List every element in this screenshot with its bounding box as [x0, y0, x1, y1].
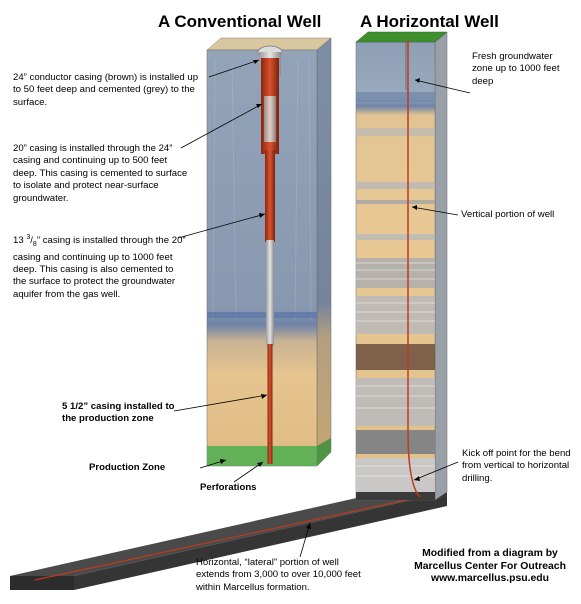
title-conventional-well: A Conventional Well: [158, 12, 322, 31]
leader-arrowheads: [220, 60, 420, 529]
label-13-inch-casing: 13 3/8” casing is installed through the …: [13, 234, 186, 300]
vertical-well-path: [407, 40, 421, 498]
label-perforations: Perforations: [200, 482, 257, 493]
leader-5-inch: [173, 394, 268, 412]
leader-groundwater: [414, 79, 471, 94]
title-horizontal-well: A Horizontal Well: [360, 12, 499, 31]
label-13-fraction-denominator: 8: [32, 241, 37, 249]
label-kick-off-point: Kick off point for the bend from vertica…: [462, 448, 571, 484]
credit-line-2: Marcellus Center For Outreach: [414, 560, 566, 572]
ground-surface: [355, 31, 448, 43]
label-conductor-casing: 24” conductor casing (brown) is installe…: [13, 72, 199, 108]
leader-kickoff: [413, 461, 459, 481]
label-fresh-groundwater: Fresh groundwater zone up to 1000 feet d…: [472, 51, 560, 87]
leader-lateral: [299, 522, 311, 558]
credit-line-1: Modified from a diagram by: [422, 548, 558, 559]
label-lateral-portion: Horizontal, “lateral” portion of well ex…: [196, 557, 361, 593]
conventional-well-block: [206, 37, 332, 467]
casing-13-cement: [266, 240, 274, 346]
leader-perforations: [233, 461, 264, 483]
label-production-zone: Production Zone: [89, 462, 166, 473]
leader-20-inch: [180, 103, 263, 149]
casing-5-half-inch: [267, 344, 273, 464]
leader-vertical: [411, 206, 459, 216]
credit-block: Modified from a diagram by Marcellus Cen…: [400, 548, 580, 586]
label-13-text: ” casing is installed through the 20” ca…: [13, 235, 186, 300]
marcellus-lateral-slab: [10, 492, 447, 590]
label-13-size: 13: [13, 235, 27, 247]
leader-conductor: [208, 59, 260, 78]
credit-line-3: www.marcellus.psu.edu: [431, 573, 549, 585]
label-vertical-portion: Vertical portion of well: [461, 209, 555, 220]
casing-13-3-8-inch: [265, 150, 275, 242]
horizontal-well-block: [10, 31, 448, 590]
leader-13-inch: [177, 213, 266, 239]
label-20-inch-casing: 20” casing is installed through the 24” …: [13, 143, 188, 204]
label-5-half-inch-casing: 5 1/2” casing installed to the productio…: [62, 401, 175, 425]
rock-strata: [356, 92, 435, 500]
production-zone-layer: [207, 446, 317, 466]
label-13-fraction-numerator: 3: [26, 234, 31, 241]
lateral-well-path: [34, 496, 421, 581]
leader-lines: [173, 59, 471, 558]
